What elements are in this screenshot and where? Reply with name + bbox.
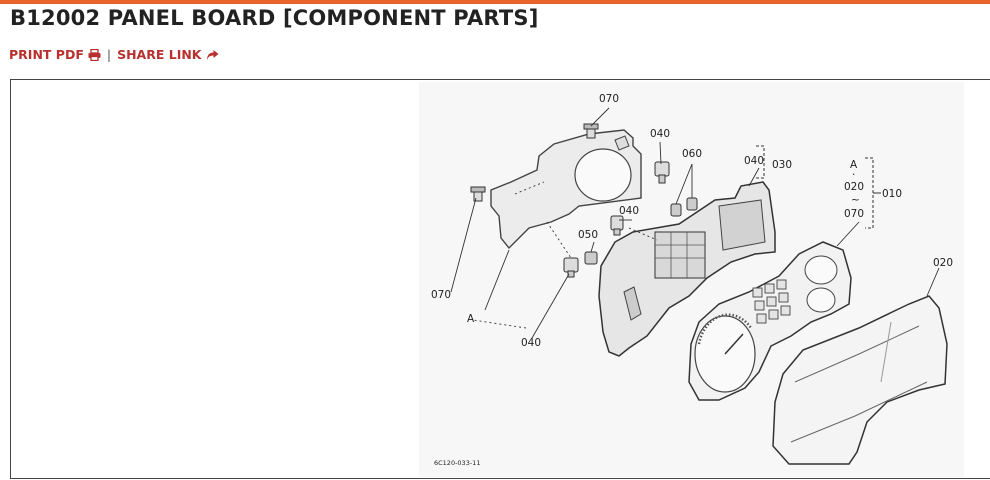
print-pdf-link[interactable]: PRINT PDF <box>9 47 101 62</box>
share-link[interactable]: SHARE LINK <box>117 47 218 62</box>
page-actions: PRINT PDF | SHARE LINK <box>9 47 219 62</box>
indicator-lamps-grid <box>752 279 791 324</box>
top-accent-bar <box>0 0 990 4</box>
callout-A-right: A <box>850 159 858 171</box>
page-title: B12002 PANEL BOARD [COMPONENT PARTS] <box>10 6 539 30</box>
callout-050: 050 <box>578 229 598 241</box>
bulb-050 <box>584 251 598 265</box>
exploded-parts-diagram: 070 040 060 040 030 A · 020 ~ 010 070 04… <box>419 82 964 477</box>
diagram-svg: 070 040 060 040 030 A · 020 ~ 010 070 04… <box>419 82 964 477</box>
callout-040-upper: 040 <box>650 128 670 140</box>
callout-040-030: 040 <box>744 155 764 167</box>
share-arrow-icon <box>206 49 218 60</box>
callout-070-top: 070 <box>599 93 619 105</box>
bulb-socket-040-upper <box>654 161 670 184</box>
callout-020-range: 020 <box>844 181 864 193</box>
bulb-socket-040-mid <box>610 215 624 236</box>
diagram-frame: 070 040 060 040 030 A · 020 ~ 010 070 04… <box>10 79 990 479</box>
callout-010: 010 <box>882 188 902 200</box>
fuel-gauge <box>804 255 838 285</box>
range-dot: · <box>852 169 855 181</box>
callout-070-range: 070 <box>844 208 864 220</box>
callout-030: 030 <box>772 159 792 171</box>
callout-A-left: A <box>467 313 475 325</box>
printer-icon <box>88 48 101 61</box>
figure-code: 6C120-033-11 <box>434 459 480 467</box>
callout-040-mid: 040 <box>619 205 639 217</box>
bulb-060-a <box>670 203 682 217</box>
action-separator: | <box>106 47 112 62</box>
meter-cover-glass <box>772 295 948 465</box>
print-pdf-label: PRINT PDF <box>9 47 84 62</box>
temperature-gauge <box>806 287 836 313</box>
callout-020: 020 <box>933 257 953 269</box>
screw-top <box>583 123 599 139</box>
callout-040-lower: 040 <box>521 337 541 349</box>
bulb-060-b <box>686 197 698 211</box>
screw-left <box>470 186 486 202</box>
gasket-round-opening <box>574 148 632 202</box>
range-tilde: ~ <box>851 194 860 206</box>
bulb-socket-040-lower <box>563 257 579 278</box>
callout-060: 060 <box>682 148 702 160</box>
leader-lines <box>450 107 940 339</box>
share-link-label: SHARE LINK <box>117 47 202 62</box>
callout-070-left: 070 <box>431 289 451 301</box>
